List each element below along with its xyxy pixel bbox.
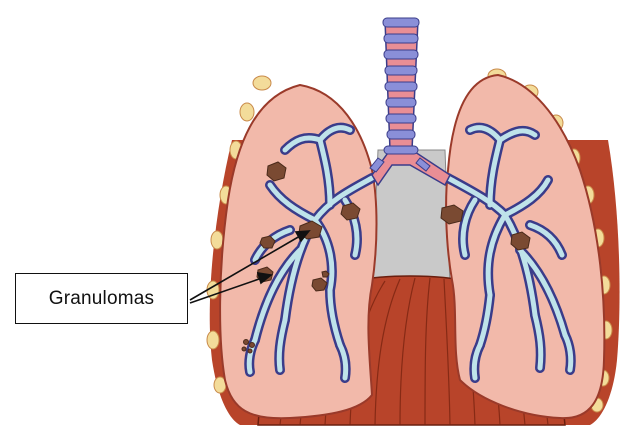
granulomas-callout-box: Granulomas <box>15 273 188 324</box>
granulomas-label: Granulomas <box>49 288 155 310</box>
granuloma <box>248 349 252 353</box>
granuloma <box>250 343 255 348</box>
granuloma <box>244 340 249 345</box>
granuloma <box>242 347 246 351</box>
